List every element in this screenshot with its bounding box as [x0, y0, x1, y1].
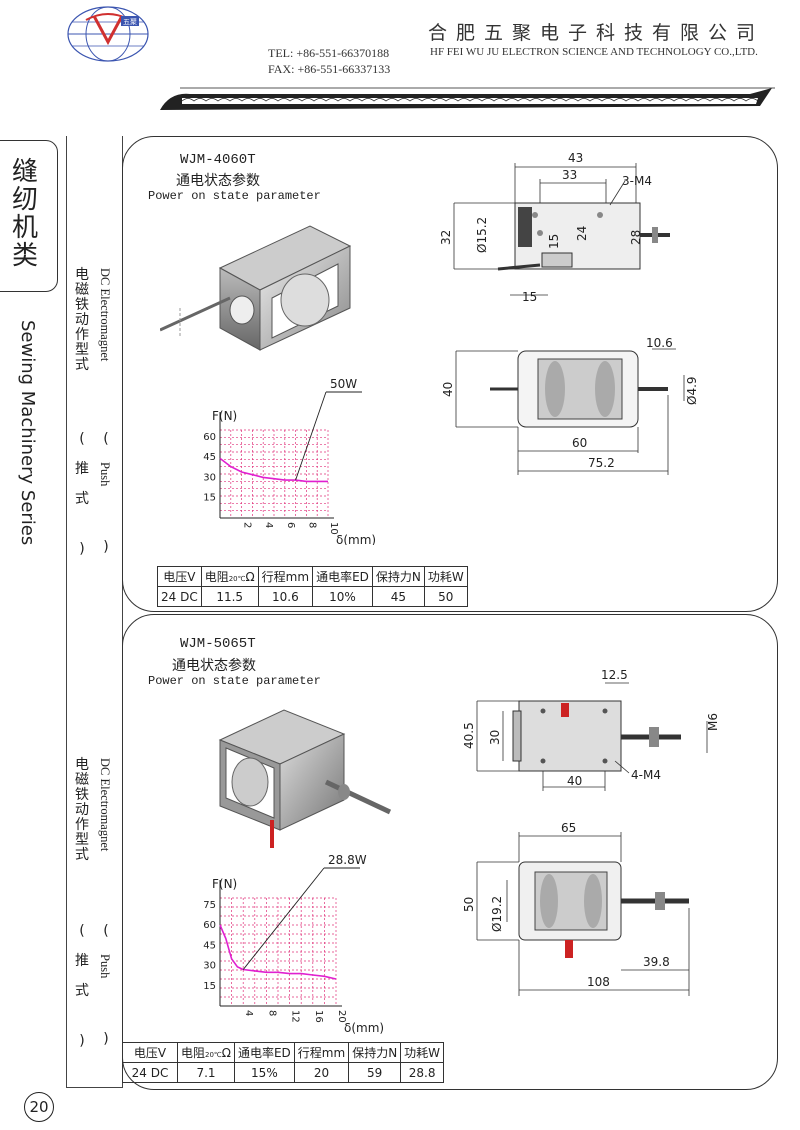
- svg-text:50: 50: [462, 897, 476, 912]
- svg-text:30: 30: [488, 730, 502, 745]
- force-curve: [219, 457, 328, 483]
- svg-text:Ø4.9: Ø4.9: [685, 376, 699, 405]
- x-tick-label: 4: [263, 522, 274, 528]
- product-2-type-en: DC Electromagnet: [98, 758, 112, 852]
- svg-text:3-M4: 3-M4: [622, 174, 652, 188]
- power-annotation: 28.8W: [328, 853, 367, 867]
- y-tick-label: 60: [203, 920, 216, 931]
- y-tick-label: 45: [203, 452, 216, 463]
- y-tick-label: 45: [203, 940, 216, 951]
- annotation-leader: [295, 391, 327, 481]
- product-2-type-cn: 电磁铁动作型式: [75, 757, 89, 863]
- header-decorative-band: [160, 80, 785, 120]
- product-1-force-chart: 15 30 45 60 2 4 6 8 10 F(N) δ(mm) 50W: [176, 370, 426, 547]
- logo-text: 五聚: [123, 18, 137, 26]
- annotation-leader: [242, 867, 325, 970]
- y-tick-label: 15: [203, 981, 216, 992]
- product-1-push-cn: ( 推 式 ): [75, 431, 89, 557]
- svg-text:65: 65: [561, 821, 576, 835]
- product-2-push-cn: ( 推 式 ): [75, 923, 89, 1049]
- frame-left-line-2: [122, 136, 123, 1088]
- company-name-en: HF FEI WU JU ELECTRON SCIENCE AND TECHNO…: [430, 46, 758, 58]
- product-1-state-en: Power on state parameter: [148, 189, 321, 203]
- product-1-type-en: DC Electromagnet: [98, 268, 112, 362]
- product-panel-1: [122, 136, 778, 612]
- x-tick-label: 8: [266, 1010, 277, 1016]
- product-2-state-en: Power on state parameter: [148, 674, 321, 688]
- fax-number: FAX: +86-551-66337133: [268, 62, 391, 76]
- svg-text:28: 28: [629, 230, 643, 245]
- x-tick-label: 4: [243, 1010, 254, 1016]
- x-tick-label: 10: [328, 522, 339, 535]
- svg-text:40: 40: [567, 774, 582, 788]
- power-annotation: 50W: [330, 377, 357, 391]
- product-1-spec-table: 电压V 电阻20℃Ω 行程mm 通电率ED 保持力N 功耗W 24 DC 11.…: [157, 566, 468, 607]
- page-number: 20: [24, 1092, 54, 1122]
- svg-text:75.2: 75.2: [588, 456, 615, 470]
- product-1-state-cn: 通电状态参数: [176, 173, 260, 189]
- x-tick-label: 6: [285, 522, 296, 528]
- x-axis-label: δ(mm): [336, 533, 376, 545]
- y-axis-label: F(N): [212, 877, 237, 891]
- svg-text:4-M4: 4-M4: [631, 768, 661, 782]
- spec-value-row: 24 DC 7.1 15% 20 59 28.8: [122, 1062, 445, 1083]
- product-1-type-cn: 电磁铁动作型式: [75, 267, 89, 373]
- category-tab: [0, 140, 58, 292]
- svg-text:108: 108: [587, 975, 610, 989]
- tel-number: TEL: +86-551-66370188: [268, 46, 390, 60]
- svg-text:33: 33: [562, 168, 577, 182]
- product-2-state-cn: 通电状态参数: [172, 658, 256, 674]
- frame-bottom-line: [66, 1087, 122, 1088]
- category-en: Sewing Machinery Series: [10, 320, 40, 580]
- y-tick-label: 30: [203, 472, 216, 483]
- x-axis-label: δ(mm): [344, 1021, 384, 1035]
- svg-text:15: 15: [522, 290, 537, 304]
- svg-text:32: 32: [439, 230, 453, 245]
- svg-text:15: 15: [547, 234, 561, 249]
- y-tick-label: 60: [203, 432, 216, 443]
- svg-text:Ø15.2: Ø15.2: [475, 217, 489, 253]
- x-tick-label: 12: [290, 1010, 301, 1023]
- svg-text:40: 40: [441, 382, 455, 397]
- product-2-spec-table: 电压V 电阻20℃Ω 通电率ED 行程mm 保持力N 功耗W 24 DC 7.1…: [122, 1042, 445, 1083]
- product-2-side-drawing: 12.5 M6 40.5 30 40 4-M4: [455, 665, 725, 800]
- y-axis-label: F(N): [212, 409, 237, 423]
- category-cn: 缝纫机类: [11, 157, 38, 271]
- category-en-text: Sewing Machinery Series: [17, 320, 38, 546]
- spec-value-row: 24 DC 11.5 10.6 10% 45 50: [157, 586, 468, 607]
- product-2-top-drawing: 65 50 Ø19.2 39.8 108: [455, 820, 725, 1000]
- product-2-push-en: ( Push ): [98, 923, 112, 1047]
- svg-text:10.6: 10.6: [646, 336, 673, 350]
- y-tick-label: 75: [203, 900, 216, 911]
- x-tick-label: 2: [242, 522, 253, 528]
- frame-left-line: [66, 136, 67, 1088]
- svg-text:Ø19.2: Ø19.2: [490, 896, 504, 932]
- company-logo: 五聚: [58, 2, 158, 64]
- product-2-render: [214, 700, 394, 850]
- product-1-render: [159, 218, 370, 358]
- svg-text:12.5: 12.5: [601, 668, 628, 682]
- svg-text:43: 43: [568, 151, 583, 165]
- spec-header-row: 电压V 电阻20℃Ω 通电率ED 行程mm 保持力N 功耗W: [122, 1042, 445, 1063]
- product-2-model: WJM-5065T: [180, 636, 256, 652]
- product-2-force-chart: 15 30 45 60 75 4 8 12 16 20 F(N) δ(mm) 28.8W: [176, 852, 426, 1037]
- spec-header-row: 电压V 电阻20℃Ω 行程mm 通电率ED 保持力N 功耗W: [157, 566, 468, 587]
- force-curve: [219, 924, 337, 980]
- svg-text:24: 24: [575, 226, 589, 241]
- product-1-model: WJM-4060T: [180, 152, 256, 168]
- x-tick-label: 16: [313, 1010, 324, 1023]
- svg-text:39.8: 39.8: [643, 955, 670, 969]
- product-1-top-drawing: 10.6 Ø4.9 40 60 75.2: [440, 335, 710, 480]
- svg-text:40.5: 40.5: [462, 722, 476, 749]
- company-name-cn: 合肥五聚电子科技有限公司: [428, 23, 765, 44]
- product-1-push-en: ( Push ): [98, 431, 112, 555]
- y-tick-label: 30: [203, 961, 216, 972]
- svg-text:60: 60: [572, 436, 587, 450]
- y-tick-label: 15: [203, 493, 216, 504]
- x-tick-label: 20: [336, 1010, 347, 1023]
- product-1-side-drawing: 43 33 3-M4 32 Ø15.2 15 24 28 15: [430, 145, 690, 310]
- product-panel-2: [122, 614, 778, 1090]
- x-tick-label: 8: [306, 522, 317, 528]
- svg-text:M6: M6: [706, 713, 720, 731]
